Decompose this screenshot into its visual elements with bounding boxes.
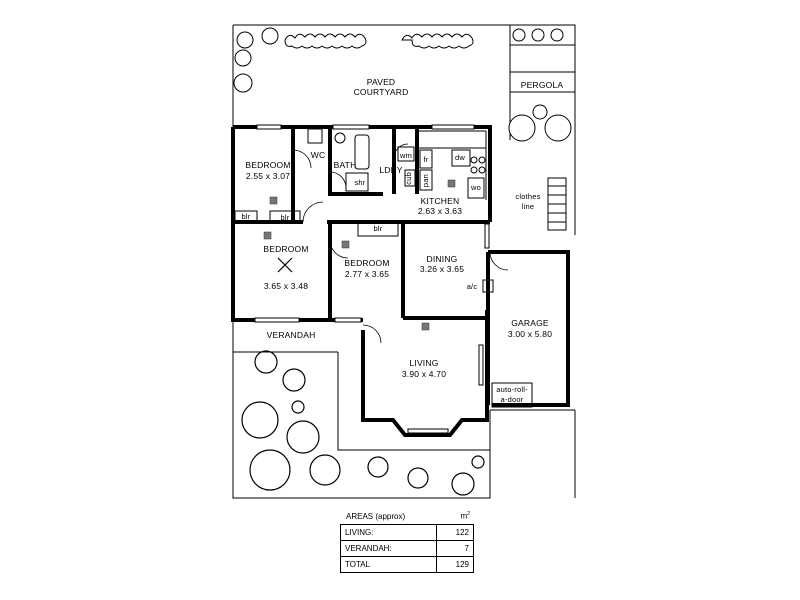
bath-label: BATH [333, 160, 357, 170]
areas-rows: LIVING: 122 VERANDAH: 7 TOTAL 129 [340, 524, 474, 573]
table-row: LIVING: 122 [340, 524, 474, 541]
windows [254, 124, 490, 434]
bedroom3-size: 2.77 x 3.65 [344, 269, 390, 279]
area-label: VERANDAH: [340, 540, 437, 557]
areas-unit-sup: 2 [467, 511, 470, 518]
fixtures [234, 128, 533, 408]
table-row: VERANDAH: 7 [340, 540, 474, 557]
exterior-walls [231, 125, 492, 437]
garage-walls [486, 250, 570, 407]
clothes-line [547, 177, 567, 231]
blr-label-2: blr [280, 213, 290, 222]
living-size: 3.90 x 4.70 [401, 369, 447, 379]
light-markers [263, 179, 456, 331]
kitchen-size: 2.63 x 3.63 [417, 206, 463, 216]
pan-label: pan [421, 174, 430, 188]
garden-edges [233, 351, 490, 451]
areas-header: AREAS (approx) m2 [340, 508, 474, 524]
shr-label: shr [354, 178, 366, 187]
dining-name: DINING [426, 254, 458, 264]
hedge-shrubs [233, 27, 572, 142]
table-row: TOTAL 129 [340, 556, 474, 573]
areas-unit-base: m [460, 511, 468, 521]
dining-size: 3.26 x 3.65 [419, 264, 465, 274]
cub-label: cub [404, 172, 413, 185]
areas-title: AREAS (approx) [346, 511, 406, 521]
blr-label-3: blr [373, 224, 383, 233]
bedroom1-name: BEDROOM [245, 160, 291, 170]
pergola-label: PERGOLA [520, 80, 564, 90]
auto-door-label: auto-roll- a-door [496, 385, 528, 404]
kitchen-name: KITCHEN [420, 196, 460, 206]
garden-shrubs [241, 350, 485, 496]
bedroom1-size: 2.55 x 3.07 [245, 171, 291, 181]
areas-table: AREAS (approx) m2 LIVING: 122 VERANDAH: … [340, 508, 474, 573]
bedroom2-size: 3.65 x 3.48 [263, 281, 309, 291]
bedroom2-name: BEDROOM [263, 244, 309, 254]
living-name: LIVING [409, 358, 439, 368]
areas-unit: m2 [461, 511, 470, 521]
area-value: 122 [436, 524, 474, 541]
clothes-line-label: clothes line [515, 192, 541, 211]
area-label: LIVING: [340, 524, 437, 541]
door-swings [292, 143, 509, 344]
ac-label: a/c [466, 282, 478, 291]
bedroom3-name: BEDROOM [344, 258, 390, 268]
wo-label: wo [471, 183, 481, 192]
ceiling-fan-icon [277, 257, 293, 273]
wc-label: WC [310, 150, 326, 160]
ldry-label: LDRY [379, 165, 403, 175]
courtyard-label: PAVED COURTYARD [353, 77, 409, 97]
garage-size: 3.00 x 5.80 [507, 329, 553, 339]
blr-label-1: blr [241, 212, 251, 221]
dw-label: dw [455, 153, 465, 162]
area-value: 129 [436, 556, 474, 573]
wm-label: wm [399, 151, 413, 160]
fr-label: fr [423, 155, 429, 164]
area-value: 7 [436, 540, 474, 557]
garage-name: GARAGE [511, 318, 549, 328]
verandah-label: VERANDAH [266, 330, 316, 340]
area-label: TOTAL [340, 556, 437, 573]
